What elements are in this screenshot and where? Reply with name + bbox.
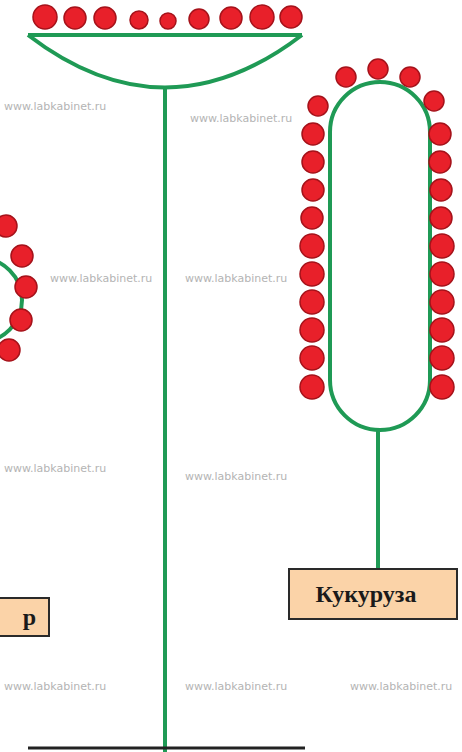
watermark: www.labkabinet.ru (185, 272, 287, 285)
watermark: www.labkabinet.ru (4, 680, 106, 693)
head-inflorescence (0, 215, 37, 361)
box-edge (28, 747, 305, 750)
watermark: www.labkabinet.ru (4, 462, 106, 475)
watermark: www.labkabinet.ru (185, 680, 287, 693)
basket-inflorescence (28, 5, 302, 752)
watermark: www.labkabinet.ru (50, 272, 152, 285)
label-box: р (0, 597, 50, 637)
watermark: www.labkabinet.ru (350, 680, 452, 693)
label-box: Кукуруза (288, 568, 458, 620)
plant-name: Кукуруза (316, 582, 417, 606)
watermark: www.labkabinet.ru (190, 112, 292, 125)
watermark: www.labkabinet.ru (185, 470, 287, 483)
plant-name: р (23, 605, 36, 629)
watermark: www.labkabinet.ru (4, 100, 106, 113)
spadix-inflorescence (300, 59, 454, 570)
